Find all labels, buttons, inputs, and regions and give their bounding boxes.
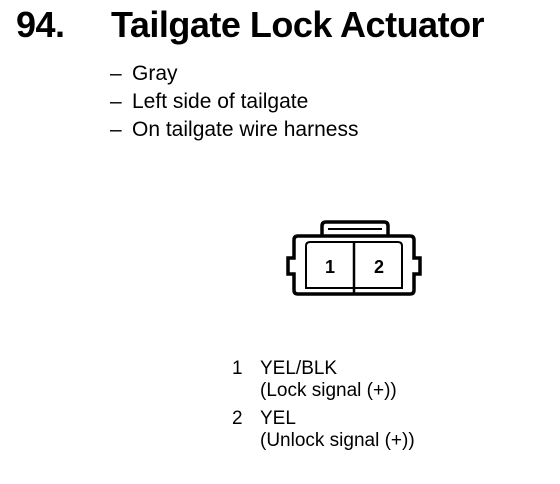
detail-dash: – bbox=[110, 118, 122, 141]
detail-location-text: Left side of tailgate bbox=[132, 90, 309, 113]
detail-location: –Left side of tailgate bbox=[110, 88, 358, 116]
component-number: 94. bbox=[16, 4, 65, 45]
detail-color: –Gray bbox=[110, 60, 358, 88]
pin-signal-description: (Unlock signal (+)) bbox=[260, 430, 415, 451]
pin-number: 1 bbox=[232, 358, 243, 379]
connector-lock-tab bbox=[320, 220, 390, 236]
connector-diagram: 1 2 bbox=[286, 220, 422, 296]
pin-signal-description: (Lock signal (+)) bbox=[260, 380, 397, 401]
component-heading: 94. Tailgate Lock Actuator bbox=[16, 4, 485, 46]
pin-assignment-list: 1 YEL/BLK (Lock signal (+)) 2 YEL (Unloc… bbox=[232, 358, 415, 458]
component-details-list: –Gray –Left side of tailgate –On tailgat… bbox=[110, 60, 358, 144]
pin-assignment-item: 1 YEL/BLK (Lock signal (+)) bbox=[232, 358, 415, 402]
pin-assignment-item: 2 YEL (Unlock signal (+)) bbox=[232, 408, 415, 452]
connector-terminal-frame bbox=[305, 241, 403, 289]
component-title: Tailgate Lock Actuator bbox=[111, 4, 485, 45]
detail-dash: – bbox=[110, 90, 122, 113]
detail-harness: –On tailgate wire harness bbox=[110, 116, 358, 144]
detail-color-text: Gray bbox=[132, 62, 178, 85]
pin-number: 2 bbox=[232, 408, 243, 429]
connector-pin-2-label: 2 bbox=[374, 257, 384, 277]
connector-pin-1-label: 1 bbox=[325, 257, 335, 277]
pin-wire-color: YEL/BLK bbox=[260, 358, 338, 379]
detail-harness-text: On tailgate wire harness bbox=[132, 118, 359, 141]
detail-dash: – bbox=[110, 62, 122, 85]
pin-wire-color: YEL bbox=[260, 408, 296, 429]
